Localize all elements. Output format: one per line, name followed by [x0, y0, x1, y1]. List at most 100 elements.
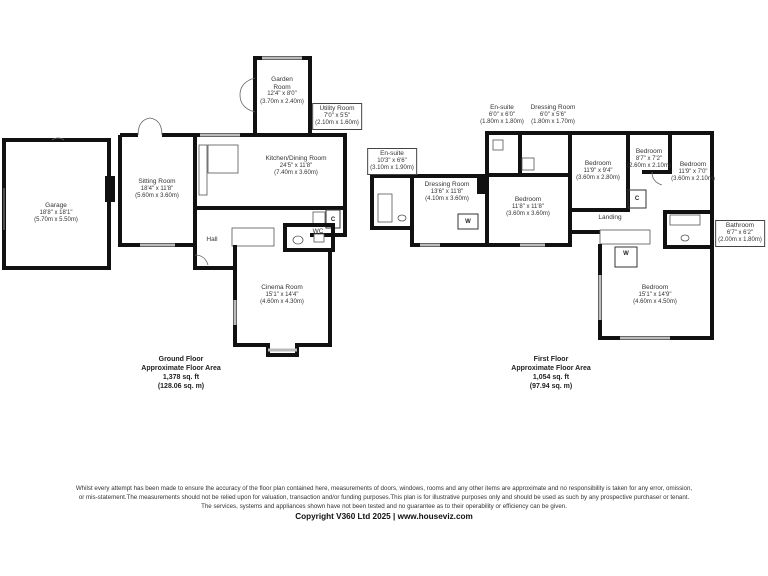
first-floor-summary: First Floor Approximate Floor Area 1,054… — [511, 355, 590, 391]
garden-imperial: 12'4" x 8'0" — [267, 91, 297, 97]
ensuite2-shower — [521, 157, 535, 171]
bedroom2-label: Bedroom 11'9" x 9'4" (3.60m x 2.80m) — [576, 160, 620, 183]
dressing1-label: Dressing Room 13'6" x 11'8" (4.10m x 3.6… — [425, 181, 470, 204]
garage-metric: (5.70m x 5.50m) — [34, 217, 78, 223]
landing-name: Landing — [598, 214, 622, 221]
bedroom5-metric: (4.60m x 4.50m) — [633, 299, 677, 305]
ground-floor-title: Ground Floor — [158, 356, 204, 363]
bedroom4-metric: (3.60m x 2.10m) — [671, 176, 715, 182]
copyright: Copyright V360 Ltd 2025 | www.houseviz.c… — [295, 512, 473, 521]
dressing1-imperial: 13'6" x 11'8" — [430, 188, 464, 195]
landing-label: Landing — [598, 214, 621, 222]
bedroom2-walls — [570, 131, 630, 212]
bathroom-walls — [663, 210, 714, 249]
utility-sink — [312, 211, 326, 225]
sitting-imperial: 18'4" x 11'8" — [140, 185, 174, 192]
bathroom-label: Bathroom 6'7" x 6'2" (2.00m x 1.80m) — [715, 220, 765, 247]
disclaimer: Whilst every attempt has been made to en… — [20, 484, 748, 511]
garage-door-arc — [51, 137, 65, 141]
cinema-label: Cinema Room 15'1" x 14'4" (4.60m x 4.30m… — [260, 284, 304, 307]
utility-name: Utility Room — [319, 105, 355, 112]
kitchen-worktop — [198, 144, 208, 196]
wc-basin — [313, 233, 325, 243]
ensuite2-name: En-suite — [490, 104, 514, 111]
garden-room-doors — [239, 77, 256, 113]
cinema-name: Cinema Room — [261, 284, 303, 291]
bedroom2-name: Bedroom — [584, 160, 612, 167]
ensuite1-bath — [377, 193, 393, 223]
sitting-metric: (5.60m x 3.60m) — [135, 193, 179, 199]
bedroom4-name: Bedroom — [679, 161, 707, 168]
cinema-imperial: 15'1" x 14'4" — [265, 291, 299, 298]
first-floor-walls — [370, 131, 714, 340]
sitting-room-label: Sitting Room 18'4" x 11'8" (5.60m x 3.60… — [135, 178, 179, 201]
dressing1-wardrobe-label: W — [465, 219, 471, 225]
garage-imperial: 18'8" x 18'1" — [39, 209, 73, 216]
dressing1-wardrobe — [457, 213, 479, 230]
ground-floor-area-sqm: (128.06 sq. m) — [157, 383, 205, 390]
bedroom1-label: Bedroom 11'8" x 11'8" (3.60m x 3.60m) — [506, 196, 550, 219]
bedroom3-door — [651, 171, 663, 186]
ground-floor-area-label: Approximate Floor Area — [141, 365, 221, 372]
ground-floor-walls — [2, 56, 347, 357]
kitchen-metric: (7.40m x 3.60m) — [274, 170, 318, 176]
dressing1-name: Dressing Room — [424, 181, 470, 188]
bedroom3-label: Bedroom 8'7" x 7'2" (2.60m x 2.10m) — [627, 148, 671, 171]
ensuite1-imperial: 10'3" x 6'6" — [377, 157, 407, 164]
bedroom4-imperial: 11'9" x 7'0" — [678, 168, 708, 175]
first-floor-area-label: Approximate Floor Area — [511, 365, 591, 372]
ensuite2-metric: (1.80m x 1.80m) — [480, 119, 524, 125]
wc-walls — [283, 223, 335, 252]
ground-floor-summary: Ground Floor Approximate Floor Area 1,37… — [141, 355, 220, 391]
dressing1-chimney — [477, 176, 487, 194]
garden-metric: (3.70m x 2.40m) — [260, 98, 304, 105]
utility-room-label: Utility Room 7'0" x 5'5" (2.10m x 1.60m) — [312, 103, 362, 130]
ensuite2-imperial: 6'0" x 6'0" — [488, 111, 516, 118]
bedroom5-imperial: 15'1" x 14'9" — [638, 291, 672, 298]
wc-toilet — [292, 235, 304, 245]
first-stairs — [599, 229, 651, 245]
ground-cupboard-label: C — [330, 217, 336, 223]
ensuite1-metric: (3.10m x 1.90m) — [370, 165, 414, 171]
bedroom5-name: Bedroom — [641, 284, 669, 291]
landing-walls — [568, 210, 600, 234]
sitting-name: Sitting Room — [138, 178, 176, 185]
dressing2-label: Dressing Room 6'0" x 5'6" (1.80m x 1.70m… — [531, 104, 576, 127]
ensuite1-walls — [370, 174, 414, 230]
landing-cupboard — [627, 189, 647, 209]
first-floor-title: First Floor — [533, 356, 569, 363]
bathroom-imperial: 6'7" x 6'2" — [726, 229, 754, 236]
bedroom3-walls — [628, 131, 672, 174]
kitchen-label: Kitchen/Dining Room 24'5" x 11'8" (7.40m… — [265, 155, 326, 178]
dressing2-name: Dressing Room — [530, 104, 576, 111]
kitchen-name: Kitchen/Dining Room — [265, 155, 327, 162]
hall-door — [194, 254, 209, 266]
kitchen-imperial: 24'5" x 11'8" — [279, 162, 313, 169]
bedroom1-metric: (3.60m x 3.60m) — [506, 211, 550, 217]
sitting-french-doors — [137, 117, 163, 136]
garden-room-label: Garden Room 12'4" x 8'0" (3.70m x 2.40m) — [260, 76, 304, 106]
garage-label: Garage 18'8" x 18'1" (5.70m x 5.50m) — [34, 202, 78, 225]
bathroom-toilet — [680, 234, 690, 242]
garden-name: Garden — [271, 76, 293, 83]
garage-pillar — [105, 176, 115, 202]
dressing2-metric: (1.80m x 1.70m) — [531, 119, 575, 125]
hall-walls — [193, 208, 235, 270]
bedroom3-metric: (2.60m x 2.10m) — [627, 163, 671, 169]
first-floor-area-sqft: 1,054 sq. ft — [532, 374, 570, 381]
bedroom4-label: Bedroom 11'9" x 7'0" (3.60m x 2.10m) — [671, 161, 715, 184]
disclaimer-line-3: The services, systems and appliances sho… — [201, 503, 567, 510]
garden-name2: Room — [273, 83, 291, 91]
disclaimer-line-2: or mis-statement.The measurements should… — [78, 494, 690, 501]
bedroom5-label: Bedroom 15'1" x 14'9" (4.60m x 4.50m) — [633, 284, 677, 307]
bedroom3-imperial: 8'7" x 7'2" — [635, 155, 663, 162]
bedroom5-wardrobe-label: W — [623, 251, 629, 257]
ensuite2-basin — [492, 139, 504, 151]
dressing1-metric: (4.10m x 3.60m) — [425, 196, 469, 202]
bathroom-bath — [669, 214, 701, 226]
ensuite1-label: En-suite 10'3" x 6'6" (3.10m x 1.90m) — [367, 148, 417, 175]
hall-label: Hall — [206, 236, 217, 244]
wc-name: WC — [312, 228, 324, 235]
bedroom1-name: Bedroom — [514, 196, 542, 203]
